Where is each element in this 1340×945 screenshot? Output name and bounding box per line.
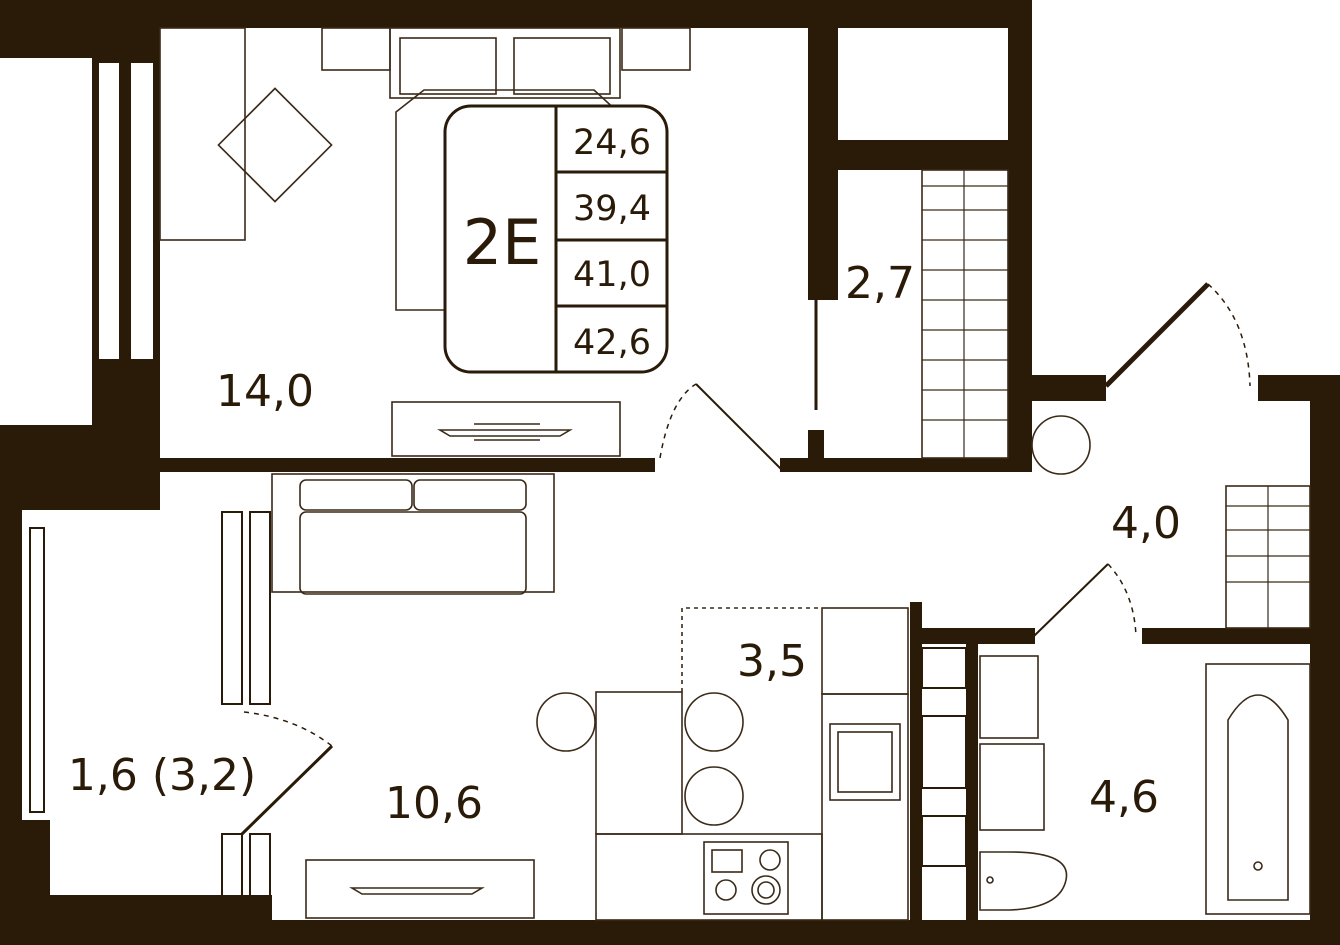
desk — [159, 27, 246, 241]
fridge — [821, 607, 909, 695]
room-area-bathroom: 4,6 — [1089, 772, 1159, 823]
area-living: 24,6 — [573, 123, 651, 163]
pillow-left — [399, 37, 497, 95]
sofa — [271, 473, 555, 593]
bathtub-inner — [1227, 694, 1289, 901]
tv-living — [349, 887, 485, 895]
bed-headboard — [389, 27, 621, 99]
stove — [703, 841, 789, 915]
bathtub — [1205, 663, 1311, 915]
pillow-right — [513, 37, 611, 95]
sofa-cushion-left — [299, 479, 413, 511]
doors — [240, 198, 1251, 836]
furniture — [159, 27, 1311, 921]
room-area-hall: 4,0 — [1111, 498, 1181, 549]
room-area-kitchen: 3,5 — [737, 636, 807, 687]
room-area-bedroom: 14,0 — [216, 366, 314, 417]
sink-inner — [837, 731, 893, 793]
kitchen-zone — [681, 607, 822, 692]
room-area-wardrobe: 2,7 — [845, 258, 915, 309]
washing-machine — [979, 655, 1039, 739]
room-area-balcony: 1,6 (3,2) — [68, 750, 256, 801]
wardrobe-cabinet — [921, 169, 1009, 459]
room-labels: 14,0 2,7 4,0 3,5 10,6 1,6 (3,2) 4,6 — [68, 258, 1181, 829]
tv-unit-living — [305, 859, 535, 919]
cabinet-bottom — [595, 833, 823, 921]
nightstand-left — [321, 27, 391, 71]
stool-2 — [684, 692, 744, 752]
wash-basin — [979, 743, 1045, 831]
sofa-cushion-right — [413, 479, 527, 511]
toilet — [979, 851, 1068, 911]
chair — [217, 87, 333, 203]
sofa-seat — [299, 511, 527, 595]
hall-stool — [1031, 415, 1091, 475]
dining-table — [595, 691, 683, 835]
windows — [29, 61, 967, 897]
nightstand-right — [621, 27, 691, 71]
stool-3 — [684, 766, 744, 826]
apartment-card: 2E 24,6 39,4 41,0 42,6 — [443, 104, 669, 374]
kitchen-counter — [821, 693, 909, 921]
tv-unit-bedroom — [391, 401, 621, 457]
stool-1 — [536, 692, 596, 752]
tv-bedroom — [437, 423, 573, 441]
area-total: 41,0 — [573, 255, 651, 295]
area-total-no-balcony: 39,4 — [573, 189, 651, 229]
sink — [829, 723, 901, 801]
room-area-living: 10,6 — [385, 778, 483, 829]
area-total-full-balcony: 42,6 — [573, 323, 651, 363]
apartment-code: 2E — [463, 206, 542, 279]
shelves — [922, 170, 1310, 628]
